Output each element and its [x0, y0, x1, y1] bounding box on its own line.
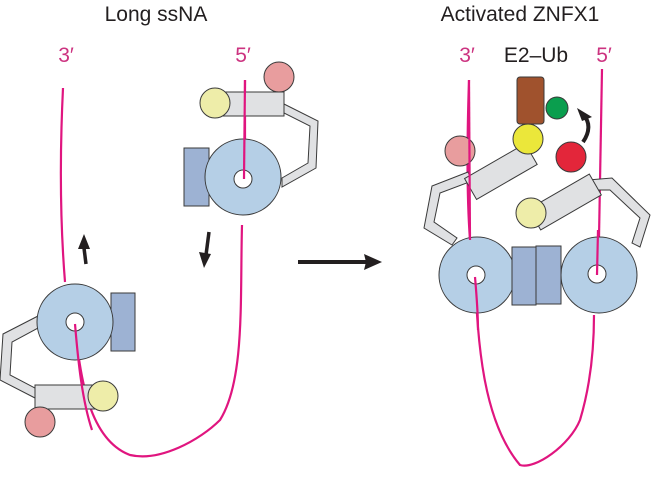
lower-pale-yellow-domain — [87, 380, 119, 412]
upper-strand-segment — [242, 79, 247, 180]
ubiquitin-transfer-arrow-icon — [577, 108, 592, 144]
lower-strand-segment — [73, 323, 94, 431]
up-arrow-icon — [78, 234, 90, 265]
upper-linker — [281, 103, 319, 188]
lower-side-block — [110, 292, 136, 352]
lower-pink-domain — [24, 406, 56, 438]
left-three-prime-label: 3′ — [58, 44, 74, 67]
ubiquitin — [545, 96, 569, 120]
right-right-dimer-block — [535, 245, 562, 305]
right-strand-5prime-into-hole — [595, 229, 600, 276]
right-panel-title: Activated ZNFX1 — [441, 3, 600, 26]
lower-znfx1-monomer — [0, 283, 136, 438]
right-ssna-loop — [473, 277, 596, 467]
lower-linker — [0, 315, 41, 399]
right-strand-3prime-top — [467, 79, 472, 241]
upper-pink-domain — [263, 61, 295, 93]
right-yellow-domain — [512, 123, 544, 155]
right-pink-domain — [444, 135, 476, 167]
right-red-domain — [555, 141, 587, 173]
right-left-linker — [423, 171, 473, 246]
down-arrow-icon — [199, 231, 211, 268]
upper-pale-yellow-domain — [199, 87, 231, 119]
left-panel-title: Long ssNA — [105, 3, 208, 26]
upper-helicase-bar — [222, 91, 285, 117]
e2-ub-label: E2–Ub — [504, 44, 568, 67]
activation-arrow-icon — [298, 254, 382, 270]
right-left-dimer-block — [511, 246, 537, 306]
right-strand-3prime-exit — [473, 276, 480, 331]
right-ssna-strand-5prime — [597, 68, 604, 239]
right-five-prime-label: 5′ — [596, 44, 612, 67]
left-five-prime-label: 5′ — [235, 44, 251, 67]
e2-enzyme — [516, 76, 545, 125]
right-pale-yellow-domain — [515, 197, 547, 229]
right-three-prime-label: 3′ — [459, 44, 475, 67]
upper-znfx1-monomer — [183, 61, 319, 216]
